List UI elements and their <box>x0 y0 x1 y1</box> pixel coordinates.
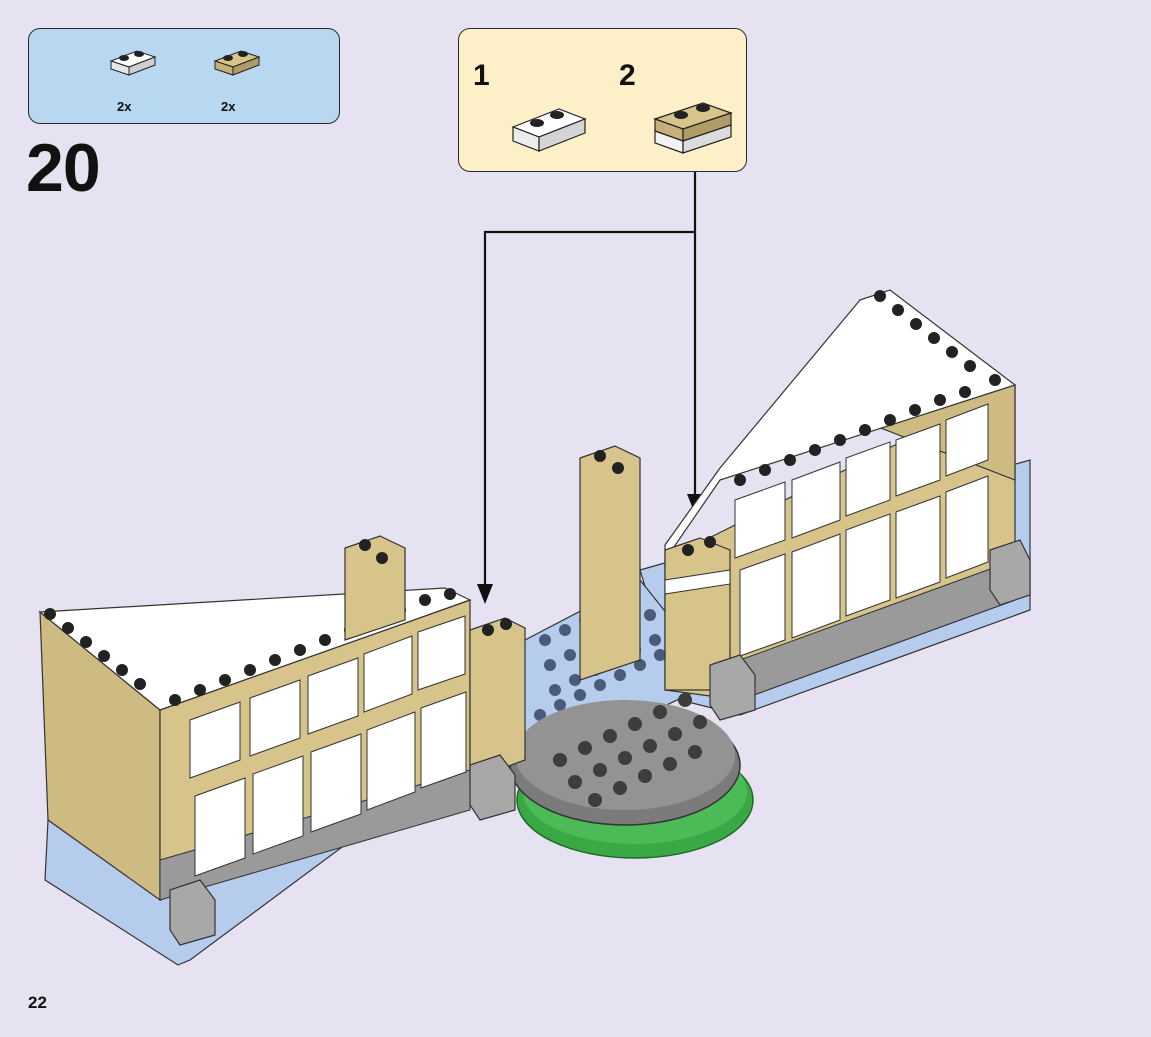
white-plate-1x2-icon <box>511 108 587 152</box>
part-white-plate: 2x <box>107 43 167 114</box>
right-wall-top <box>664 289 1017 562</box>
part-quantity: 2x <box>117 99 132 114</box>
gray-plate-studs <box>553 693 707 807</box>
callout-arrows <box>483 172 697 590</box>
left-wall-windows <box>189 615 467 877</box>
substep-label-1: 1 <box>473 59 490 92</box>
white-plate-1x2-icon <box>109 50 157 76</box>
tan-white-plate-stack-icon <box>653 102 733 154</box>
step-number: 20 <box>26 130 101 206</box>
part-quantity: 2x <box>221 99 236 114</box>
tan-plate-1x2-icon <box>213 50 261 76</box>
part-tan-plate: 2x <box>211 43 271 114</box>
substep-label-2: 2 <box>619 59 636 92</box>
right-wall-windows <box>734 403 989 657</box>
page-number: 22 <box>28 993 47 1012</box>
right-wall-studs <box>734 290 1001 486</box>
left-wall-studs <box>44 588 456 706</box>
substep-callout: 1 2 <box>458 28 747 172</box>
left-tan-plate-stack <box>469 617 526 781</box>
left-tan-pillar <box>344 535 406 641</box>
arrow-head-left <box>477 584 493 604</box>
center-tan-pillar <box>579 445 641 681</box>
parts-list-callout: 2x 2x <box>28 28 340 124</box>
gray-corner-posts <box>169 539 1031 946</box>
